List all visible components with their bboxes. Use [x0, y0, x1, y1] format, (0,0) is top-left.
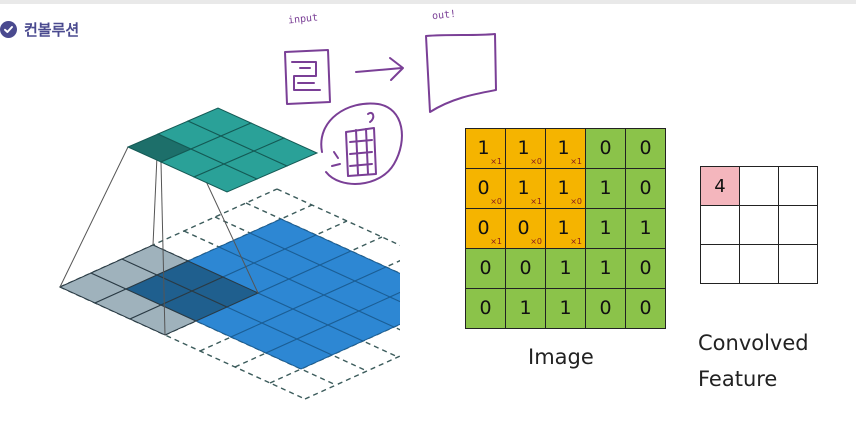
cell-value: 0: [479, 296, 492, 319]
convolution-3d-svg: [58, 107, 523, 400]
section-heading: 컨볼루션: [0, 18, 79, 40]
kernel-weight: ×0: [490, 197, 502, 206]
kernel-weight: ×1: [570, 237, 582, 246]
image-cell: 1: [626, 209, 666, 249]
kernel-cell: 1×1: [466, 129, 506, 169]
image-cell: 0: [626, 169, 666, 209]
feature-caption-line1: Convolved: [698, 331, 809, 355]
image-cell: 0: [626, 129, 666, 169]
kernel-cell: 0×1: [466, 209, 506, 249]
cell-value: 0: [519, 256, 532, 279]
feature-cell: [779, 206, 818, 245]
kernel-weight: ×0: [530, 237, 542, 246]
cell-value: 1: [517, 136, 530, 159]
check-circle-icon: [0, 20, 17, 38]
image-cell: 1: [506, 289, 546, 329]
kernel-cell: 1×1: [546, 209, 586, 249]
feature-cell: [779, 167, 818, 206]
image-cell: 0: [626, 249, 666, 289]
image-cell: 0: [466, 289, 506, 329]
kernel-cell: 0×0: [466, 169, 506, 209]
convolved-feature-caption: Convolved Feature: [698, 325, 838, 397]
handwritten-sketch: input out!: [270, 6, 530, 196]
image-cell: 1: [546, 289, 586, 329]
image-cell: 0: [586, 129, 626, 169]
convolved-feature-matrix: 4: [700, 166, 818, 284]
image-cell: 0: [506, 249, 546, 289]
feature-caption-line2: Feature: [698, 367, 778, 391]
cell-value: 1: [639, 216, 652, 239]
feature-cell: [740, 206, 779, 245]
kernel-cell: 1×0: [506, 129, 546, 169]
cell-value: 0: [639, 256, 652, 279]
cell-value: 0: [639, 176, 652, 199]
cell-value: 0: [599, 136, 612, 159]
cell-value: 1: [519, 296, 532, 319]
cell-value: 1: [599, 216, 612, 239]
cell-value: 1: [559, 256, 572, 279]
image-cell: 1: [586, 209, 626, 249]
cell-value: 1: [559, 296, 572, 319]
cell-value: 0: [517, 216, 530, 239]
cell-value: 1: [517, 176, 530, 199]
output-cell: [252, 137, 319, 167]
kernel-cell: 0×0: [506, 209, 546, 249]
cell-value: 0: [477, 216, 490, 239]
kernel-weight: ×0: [570, 197, 582, 206]
image-cell: 1: [546, 249, 586, 289]
image-caption: Image: [528, 345, 594, 369]
image-cell: 1: [586, 169, 626, 209]
cell-value: 1: [599, 256, 612, 279]
cell-value: 0: [599, 296, 612, 319]
image-cell: 0: [466, 249, 506, 289]
projection-line: [160, 161, 166, 336]
cell-value: 1: [599, 176, 612, 199]
kernel-cell: 1×1: [506, 169, 546, 209]
cell-value: 0: [477, 176, 490, 199]
feature-cell: [740, 245, 779, 284]
section-title: 컨볼루션: [24, 20, 80, 39]
kernel-weight: ×1: [570, 157, 582, 166]
kernel-cell: 1×1: [546, 129, 586, 169]
cell-value: 0: [639, 296, 652, 319]
feature-cell: [701, 206, 740, 245]
top-bar: [0, 0, 856, 4]
kernel-weight: ×1: [530, 197, 542, 206]
cell-value: 0: [479, 256, 492, 279]
feature-cell: [779, 245, 818, 284]
cell-value: 1: [557, 216, 570, 239]
cell-value: 1: [557, 176, 570, 199]
image-cell: 0: [586, 289, 626, 329]
image-cell: 1: [586, 249, 626, 289]
handwritten-strokes: [284, 33, 497, 185]
kernel-cell: 1×0: [546, 169, 586, 209]
cell-value: 1: [477, 136, 490, 159]
kernel-weight: ×1: [490, 237, 502, 246]
convolution-3d-illustration: [40, 95, 523, 425]
image-cell: 0: [626, 289, 666, 329]
kernel-weight: ×0: [530, 157, 542, 166]
cell-value: 0: [639, 136, 652, 159]
kernel-weight: ×1: [490, 157, 502, 166]
feature-cell: [701, 245, 740, 284]
cell-value: 1: [557, 136, 570, 159]
feature-cell: 4: [701, 167, 740, 206]
feature-cell: [740, 167, 779, 206]
projection-line: [59, 146, 129, 288]
